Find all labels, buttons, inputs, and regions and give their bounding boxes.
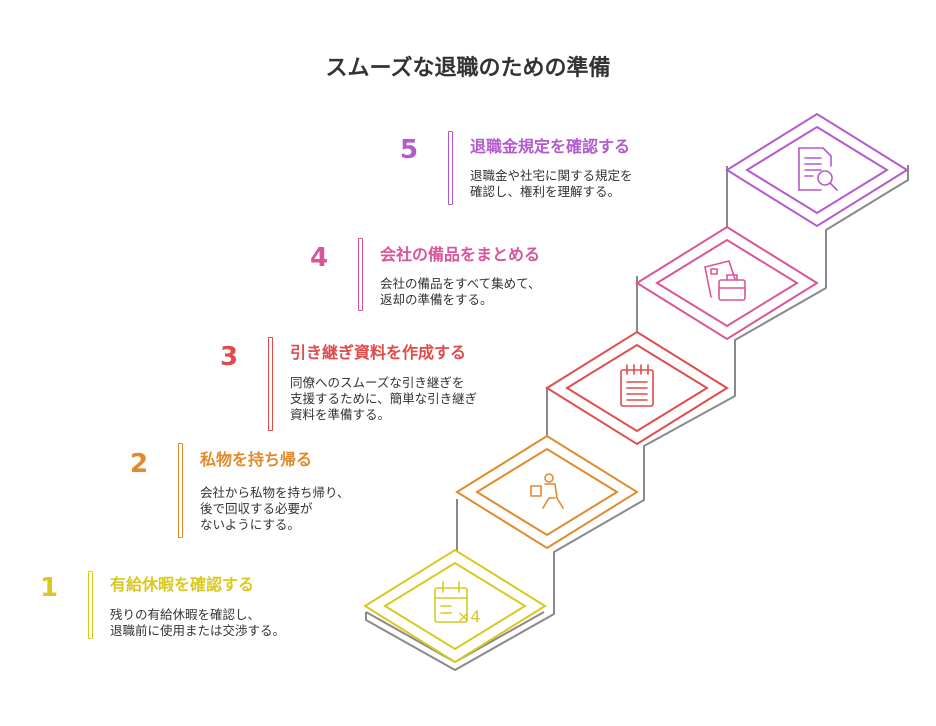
step-2-tile [455,434,639,550]
tile-inner-border [383,561,527,651]
step-description-line: ないようにする。 [200,517,300,532]
tile-inner-border [745,125,889,215]
step-description: 会社から私物を持ち帰り、後で回収する必要がないようにする。 [200,485,350,533]
step-4-tile [635,225,819,341]
tile-inner-border [565,343,709,433]
step-number: 3 [220,342,239,372]
step-title: 有給休暇を確認する [110,575,255,594]
page-title: スムーズな退職のための準備 [325,56,611,81]
step-3-tile [545,330,729,446]
step-description-line: 返却の準備をする。 [380,292,493,307]
step-number: 1 [40,573,59,603]
staircase-edge [365,165,909,671]
step-description-line: 残りの有給休暇を確認し、 [110,607,261,622]
notepad-icon [620,364,654,407]
step-description-line: 資料を準備する。 [290,407,391,422]
tile-outer-border [635,225,819,341]
step-description: 残りの有給休暇を確認し、退職前に使用または交渉する。 [110,607,285,639]
step-5-tile [725,112,909,228]
step-accent-bar [88,571,93,639]
step-description-line: 退職前に使用または交渉する。 [110,623,286,638]
times-four-glyph: ×4 [457,607,481,626]
step-title: 引き継ぎ資料を作成する [290,343,467,362]
calendar-icon: ×4 [434,581,481,626]
step-title: 私物を持ち帰る [200,450,313,469]
tile-outer-border [455,434,639,550]
step-accent-bar [448,131,453,205]
carry-box-icon [530,473,564,509]
step-description-line: 後で回収する必要が [200,501,313,516]
step-1-tile: ×4 [363,548,547,664]
step-accent-bar [358,238,363,311]
step-description-line: 会社から私物を持ち帰り、 [200,485,350,500]
step-description-line: 退職金や社宅に関する規定を [470,168,633,183]
step-number: 5 [400,135,419,165]
step-description-line: 確認し、権利を理解する。 [470,184,621,199]
tile-inner-border [475,447,619,537]
step-description-line: 会社の備品をすべて集めて、 [380,276,541,291]
step-description: 同僚へのスムーズな引き継ぎを支援するために、簡単な引き継ぎ資料を準備する。 [290,375,477,423]
step-accent-bar [178,443,183,538]
step-accent-bar [268,337,273,431]
step-description-line: 支援するために、簡単な引き継ぎ [290,391,478,406]
step-title: 退職金規定を確認する [470,137,631,156]
step-description-line: 同僚へのスムーズな引き継ぎを [290,375,465,390]
step-description: 会社の備品をすべて集めて、返却の準備をする。 [380,276,541,308]
step-number: 2 [130,449,149,479]
step-description: 退職金や社宅に関する規定を確認し、権利を理解する。 [470,168,633,200]
tile-inner-border [655,238,799,328]
step-number: 4 [310,243,329,273]
tile-outer-border [363,548,547,664]
briefcase-documents-icon [704,260,746,301]
step-title: 会社の備品をまとめる [380,245,541,264]
document-search-icon [798,147,838,191]
